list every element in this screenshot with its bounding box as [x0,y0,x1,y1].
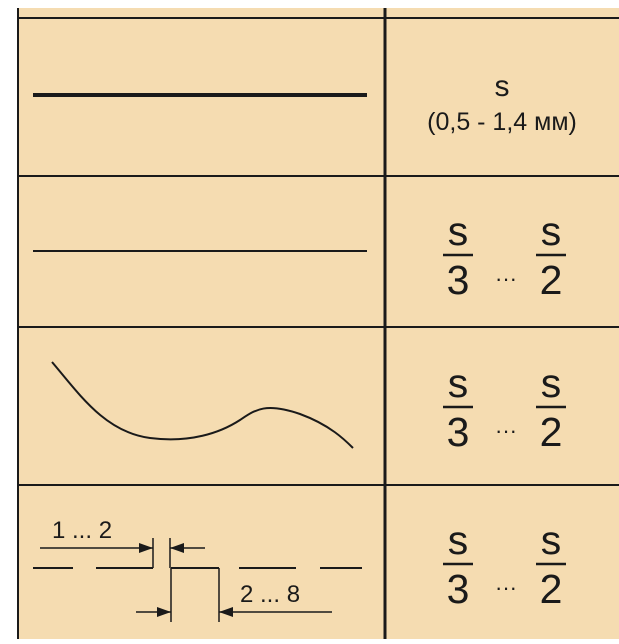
denominator-left: 3 [446,257,470,303]
denominator-left: 3 [446,566,470,612]
numerator-right: s [540,517,562,563]
arrow-icon [139,543,153,553]
dashed-line-diagram [33,538,362,622]
denominator-right: 2 [539,566,563,612]
arrow-icon [157,607,171,617]
dimension-label-dash: 2 ... 8 [240,581,301,608]
thickness-range: (0,5 - 1,4 мм) [427,108,577,136]
table-background [18,8,619,639]
ellipsis: ··· [495,418,517,443]
arrow-icon [219,607,233,617]
numerator-left: s [447,360,469,406]
ellipsis: ··· [495,575,517,600]
denominator-right: 2 [539,257,563,303]
numerator-right: s [540,208,562,254]
arrow-icon [170,543,184,553]
ellipsis: ··· [495,266,517,291]
denominator-right: 2 [539,409,563,455]
thickness-symbol: s [494,70,510,103]
numerator-right: s [540,360,562,406]
numerator-left: s [447,208,469,254]
denominator-left: 3 [446,409,470,455]
wavy-line [51,361,354,449]
dimension-label-gap: 1 ... 2 [52,517,113,544]
numerator-left: s [447,517,469,563]
